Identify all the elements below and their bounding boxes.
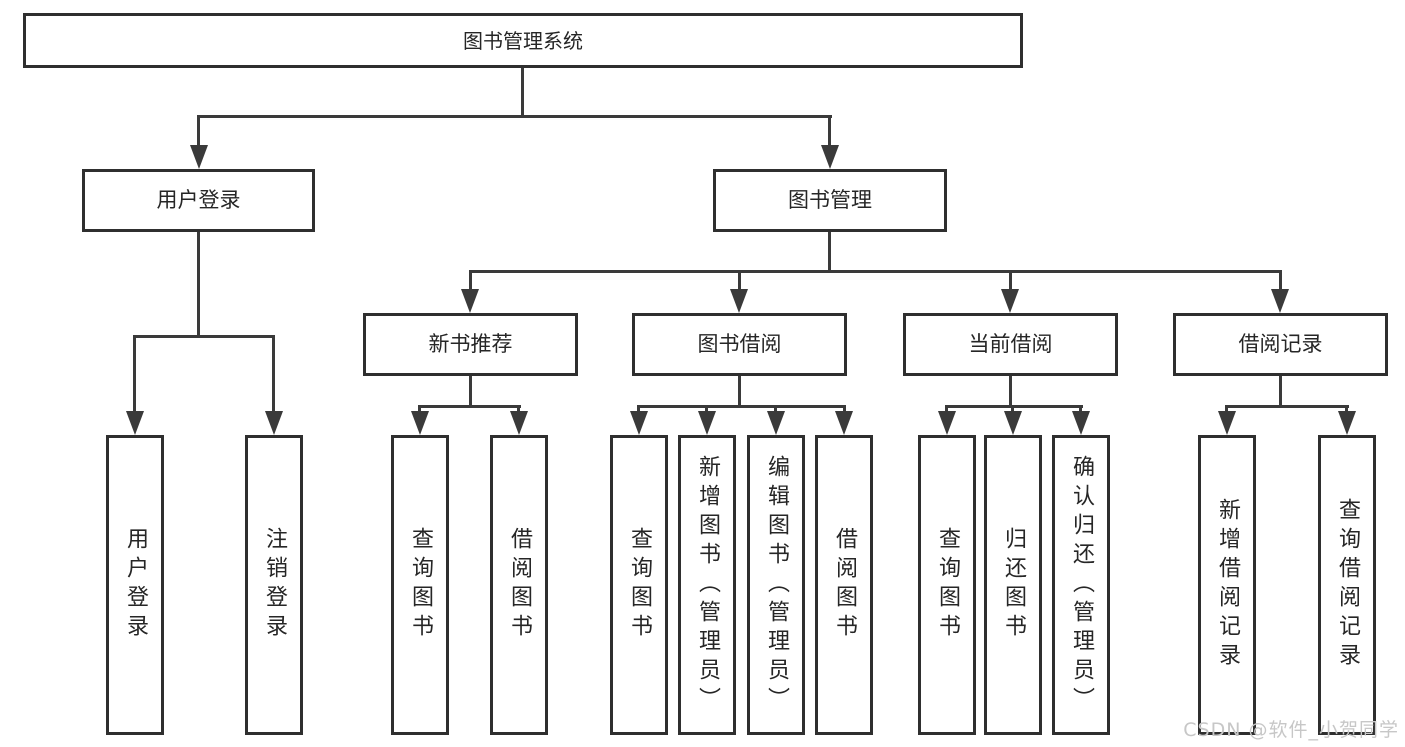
leaf-label: 查询图书 [627, 527, 652, 643]
connector-group3-leaves [945, 405, 1083, 408]
arrowhead-icon [411, 411, 429, 435]
node-user-login-branch: 用户登录 [82, 169, 315, 232]
arrowhead-icon [461, 289, 479, 313]
leaf-label: 借阅图书 [832, 527, 857, 643]
leaf-query-books-current: 查询图书 [918, 435, 976, 735]
node-library-management-system: 图书管理系统 [23, 13, 1023, 68]
arrowhead-icon [698, 411, 716, 435]
arrowhead-icon [510, 411, 528, 435]
connector-arrow-line [133, 335, 136, 415]
node-new-book-recommendation: 新书推荐 [363, 313, 578, 376]
arrowhead-icon [1072, 411, 1090, 435]
node-current-borrowing: 当前借阅 [903, 313, 1118, 376]
leaf-user-login: 用户登录 [106, 435, 164, 735]
arrowhead-icon [730, 289, 748, 313]
leaf-label: 新增借阅记录 [1215, 498, 1240, 672]
connector-group-stub [469, 376, 472, 408]
leaf-label: 归还图书 [1001, 527, 1026, 643]
arrowhead-icon [1218, 411, 1236, 435]
arrowhead-icon [1271, 289, 1289, 313]
connector-arrow-line [197, 115, 200, 150]
arrowhead-icon [630, 411, 648, 435]
leaf-return-books: 归还图书 [984, 435, 1042, 735]
connector-group4-leaves [1225, 405, 1349, 408]
connector-group1-leaves [418, 405, 521, 408]
leaf-confirm-return-admin: 确认归还（管理员） [1052, 435, 1110, 735]
leaf-query-borrow-record: 查询借阅记录 [1318, 435, 1376, 735]
connector-level3 [469, 270, 1282, 273]
leaf-borrow-books-recommend: 借阅图书 [490, 435, 548, 735]
leaf-label: 借阅图书 [507, 527, 532, 643]
leaf-label: 用户登录 [123, 527, 148, 643]
arrowhead-icon [938, 411, 956, 435]
connector-group-stub [738, 376, 741, 408]
leaf-label: 编辑图书（管理员） [764, 454, 789, 716]
connector-root-stub [521, 68, 524, 118]
leaf-label: 查询图书 [935, 527, 960, 643]
leaf-query-books-borrowing: 查询图书 [610, 435, 668, 735]
leaf-label: 查询借阅记录 [1335, 498, 1360, 672]
connector-arrow-line [469, 270, 472, 295]
leaf-query-books-recommend: 查询图书 [391, 435, 449, 735]
arrowhead-icon [821, 145, 839, 169]
arrowhead-icon [126, 411, 144, 435]
leaf-label: 注销登录 [262, 527, 287, 643]
connector-arrow-line [1279, 270, 1282, 295]
connector-userlogin-stub [197, 232, 200, 338]
connector-group-stub [1009, 376, 1012, 408]
arrowhead-icon [1338, 411, 1356, 435]
csdn-watermark: CSDN @软件_小贺同学 [1183, 719, 1399, 741]
leaf-logout: 注销登录 [245, 435, 303, 735]
node-book-management: 图书管理 [713, 169, 947, 232]
leaf-label: 新增图书（管理员） [695, 454, 720, 716]
connector-group2-leaves [637, 405, 846, 408]
node-book-borrowing: 图书借阅 [632, 313, 847, 376]
node-borrowing-records: 借阅记录 [1173, 313, 1388, 376]
connector-group-stub [1279, 376, 1282, 408]
connector-arrow-line [272, 335, 275, 415]
leaf-add-borrow-record: 新增借阅记录 [1198, 435, 1256, 735]
leaf-borrow-books: 借阅图书 [815, 435, 873, 735]
connector-arrow-line [828, 115, 831, 150]
arrowhead-icon [1004, 411, 1022, 435]
connector-level2 [197, 115, 832, 118]
arrowhead-icon [767, 411, 785, 435]
connector-userlogin-leaves [133, 335, 275, 338]
leaf-edit-books-admin: 编辑图书（管理员） [747, 435, 805, 735]
arrowhead-icon [835, 411, 853, 435]
connector-arrow-line [738, 270, 741, 295]
arrowhead-icon [265, 411, 283, 435]
leaf-add-books-admin: 新增图书（管理员） [678, 435, 736, 735]
leaf-label: 确认归还（管理员） [1069, 454, 1094, 716]
connector-arrow-line [1009, 270, 1012, 295]
connector-bookmgmt-stub [828, 232, 831, 273]
arrowhead-icon [190, 145, 208, 169]
arrowhead-icon [1001, 289, 1019, 313]
leaf-label: 查询图书 [408, 527, 433, 643]
